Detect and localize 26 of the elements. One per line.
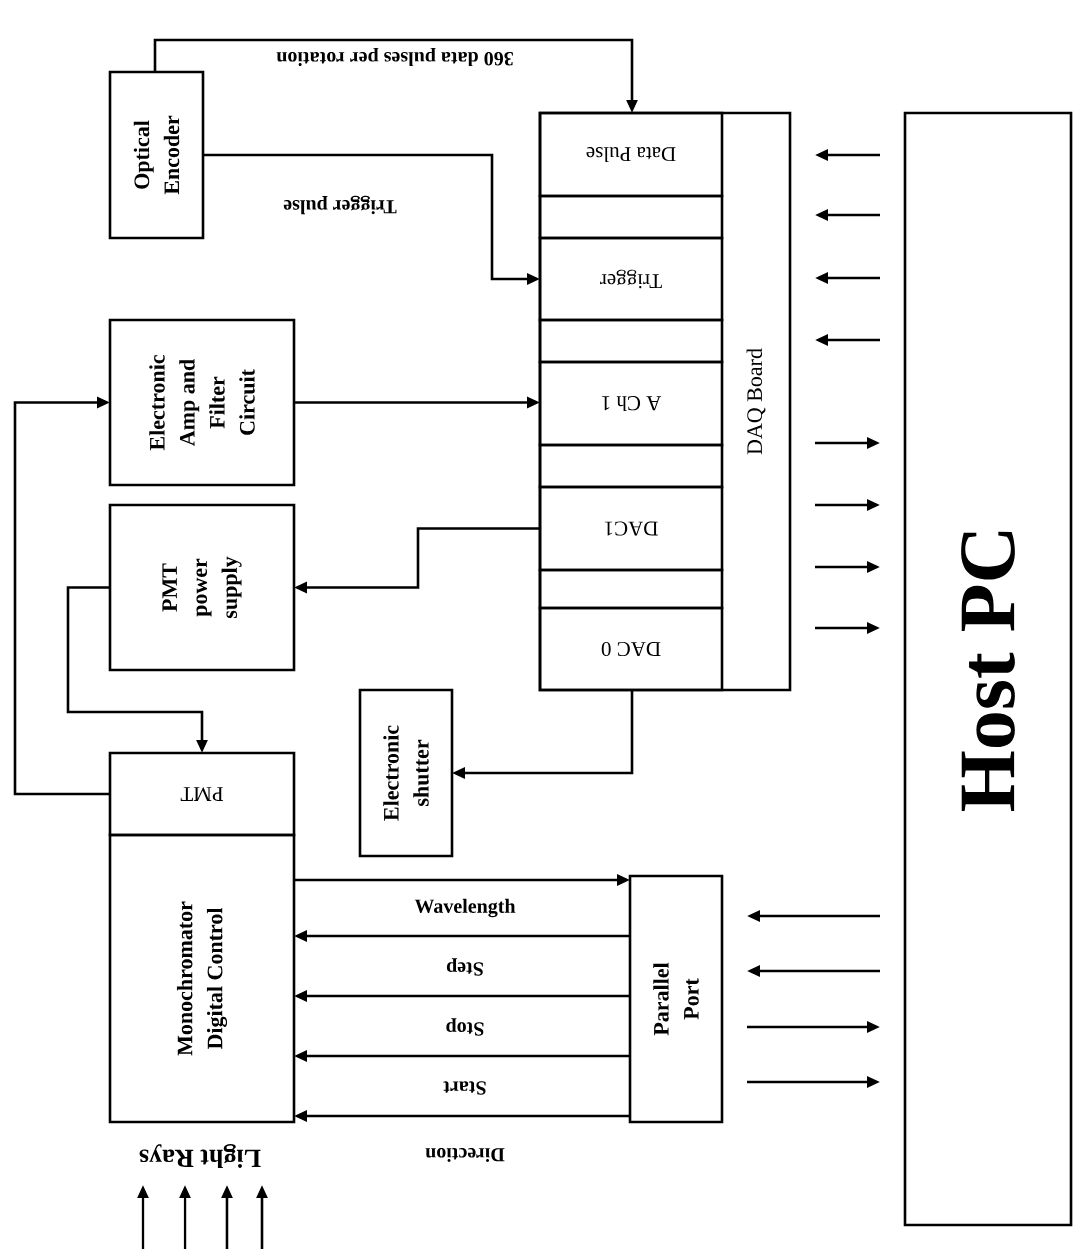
board-slot: A Ch 1 bbox=[538, 360, 724, 447]
process-box: Parallel Port bbox=[628, 874, 724, 1124]
board-slot bbox=[538, 443, 724, 489]
edge-label: Direction bbox=[424, 1147, 506, 1164]
edge-label: Stop bbox=[444, 1017, 486, 1037]
board-slot: Data Pulse bbox=[538, 111, 724, 198]
edge-label: 360 data pulses per rotation bbox=[275, 46, 515, 68]
process-box: PMT bbox=[108, 751, 296, 837]
edge-label: Step bbox=[445, 957, 485, 977]
process-box: PMT power supply bbox=[108, 503, 296, 672]
process-box: Electronic shutter bbox=[358, 688, 454, 858]
text-label: Light Rays bbox=[139, 1144, 261, 1168]
process-box: Monochromator Digital Control bbox=[108, 833, 296, 1124]
computer-box: Host PC bbox=[903, 111, 1073, 1227]
arrow bbox=[13, 396, 110, 796]
board-slot: Trigger bbox=[538, 236, 724, 322]
board-slot: DAC1 bbox=[538, 485, 724, 572]
board-slot: DAC 0 bbox=[538, 606, 724, 692]
process-box: Electronic Amp and Filter Circuit bbox=[108, 318, 296, 487]
board-slot bbox=[538, 568, 724, 610]
board-slot bbox=[538, 194, 724, 240]
board-slot bbox=[538, 318, 724, 364]
edge-label: Wavelength bbox=[413, 897, 517, 919]
edge-label: Start bbox=[442, 1080, 488, 1096]
edge-label: Trigger pulse bbox=[282, 194, 398, 216]
process-box: Optical Encoder bbox=[108, 70, 205, 240]
